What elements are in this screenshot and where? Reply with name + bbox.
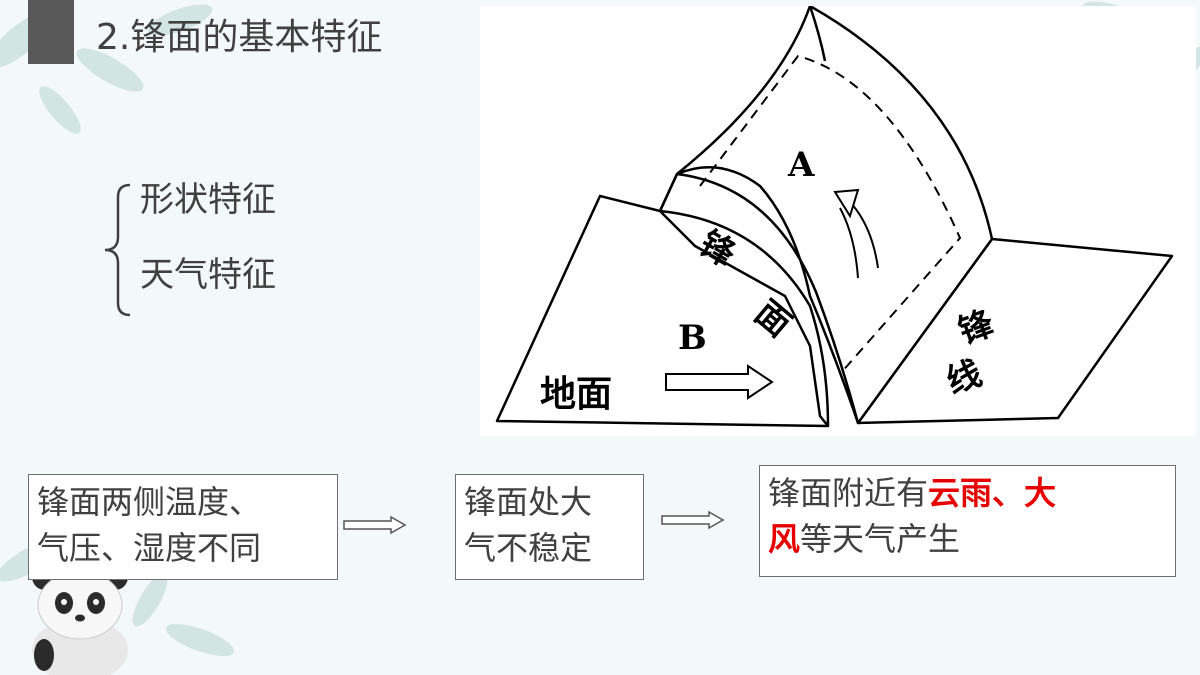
flow-box-instability: 锋面处大 气不稳定 — [455, 474, 644, 580]
weather-prefix: 锋面附近有 — [768, 474, 929, 512]
title-accent-bar — [28, 0, 74, 64]
flow-box-instability-line1: 锋面处大 — [464, 483, 593, 521]
flow-box-instability-line2: 气不稳定 — [464, 529, 593, 567]
rising-arrow-icon — [833, 188, 879, 279]
weather-highlight-1: 云雨、大 — [928, 474, 1057, 512]
label-b: B — [678, 318, 707, 358]
flow-box-weather-line2: 风等天气产生 — [768, 516, 1175, 562]
flow-arrow-1-icon — [343, 515, 407, 535]
flow-box-cause-line2: 气压、湿度不同 — [37, 529, 262, 567]
feature-shape: 形状特征 — [140, 180, 276, 220]
label-a: A — [788, 145, 815, 185]
label-ground: 地面 — [540, 373, 613, 415]
flow-arrow-2-icon — [661, 510, 725, 530]
flow-box-weather-line1: 锋面附近有云雨、大 — [768, 470, 1175, 516]
slide-title: 2.锋面的基本特征 — [96, 17, 383, 58]
flow-box-cause: 锋面两侧温度、 气压、湿度不同 — [28, 474, 338, 580]
weather-highlight-2: 风 — [768, 520, 801, 558]
weather-suffix: 等天气产生 — [800, 520, 961, 558]
front-surface-dashed — [699, 54, 962, 375]
left-brace — [104, 183, 131, 317]
horizontal-arrow-icon — [665, 364, 774, 400]
flow-box-cause-line1: 锋面两侧温度、 — [37, 483, 262, 521]
feature-weather: 天气特征 — [140, 255, 276, 295]
front-diagram — [495, 6, 1174, 428]
flow-box-weather: 锋面附近有云雨、大 风等天气产生 — [759, 465, 1176, 577]
ground-plane-left — [495, 194, 830, 428]
